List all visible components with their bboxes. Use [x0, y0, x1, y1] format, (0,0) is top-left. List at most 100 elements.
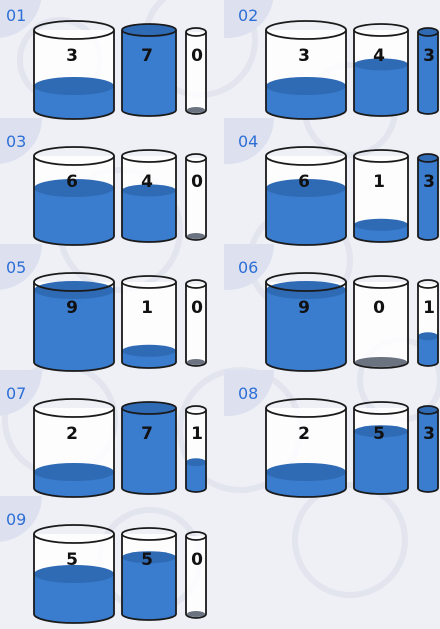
small-jug — [186, 532, 206, 618]
step-panel: 07 2 7 1 — [0, 378, 205, 498]
small-jug — [186, 406, 206, 492]
small-jug-water-surface — [186, 458, 206, 466]
large-jug-volume: 9 — [294, 298, 314, 318]
medium-jug-empty-bottom — [355, 357, 407, 367]
step-number: 06 — [238, 258, 258, 277]
medium-jug — [354, 402, 408, 494]
large-jug-volume: 2 — [294, 424, 314, 444]
step-number: 03 — [6, 132, 26, 151]
small-jug — [418, 154, 438, 240]
medium-jug-body — [354, 282, 408, 368]
small-jug — [186, 28, 206, 114]
containers-svg — [232, 378, 440, 503]
medium-jug — [122, 276, 176, 368]
small-jug-volume: 1 — [419, 298, 439, 318]
step-number: 05 — [6, 258, 26, 277]
medium-jug-volume: 7 — [137, 46, 157, 66]
small-jug-water — [418, 32, 438, 114]
step-panel: 03 6 4 0 — [0, 126, 205, 246]
step-panel: 09 5 5 0 — [0, 504, 205, 624]
step-panel: 04 6 1 3 — [232, 126, 437, 246]
large-jug-volume: 6 — [62, 172, 82, 192]
large-jug-water-surface — [34, 463, 114, 481]
step-panel: 01 3 7 0 — [0, 0, 205, 120]
small-jug-empty-bottom — [187, 107, 205, 113]
small-jug — [186, 280, 206, 366]
large-jug-volume: 3 — [62, 46, 82, 66]
step-panel: 05 9 1 0 — [0, 252, 205, 372]
medium-jug-water — [354, 64, 408, 116]
small-jug-volume: 3 — [419, 46, 439, 66]
small-jug-body — [186, 158, 206, 240]
containers-svg — [232, 126, 440, 251]
medium-jug — [122, 402, 176, 494]
step-panel: 08 2 5 3 — [232, 378, 437, 498]
step-panel: 06 9 0 1 — [232, 252, 437, 372]
small-jug-volume: 0 — [187, 172, 207, 192]
small-jug-water — [418, 336, 438, 366]
medium-jug-water — [122, 30, 176, 116]
large-jug-water-surface — [266, 281, 346, 299]
step-number: 09 — [6, 510, 26, 529]
step-number: 04 — [238, 132, 258, 151]
medium-jug — [122, 150, 176, 242]
small-jug-volume: 1 — [187, 424, 207, 444]
large-jug-water-surface — [34, 77, 114, 95]
small-jug — [418, 280, 438, 366]
large-jug — [34, 147, 114, 245]
small-jug-water — [418, 158, 438, 240]
medium-jug — [122, 528, 176, 620]
large-jug — [266, 21, 346, 119]
medium-jug-volume: 1 — [137, 298, 157, 318]
medium-jug-volume: 4 — [137, 172, 157, 192]
small-jug-empty-bottom — [187, 611, 205, 617]
large-jug — [34, 273, 114, 371]
large-jug-volume: 6 — [294, 172, 314, 192]
large-jug-volume: 3 — [294, 46, 314, 66]
medium-jug-volume: 4 — [369, 46, 389, 66]
small-jug-empty-bottom — [187, 233, 205, 239]
medium-jug-volume: 7 — [137, 424, 157, 444]
medium-jug-volume: 5 — [137, 550, 157, 570]
small-jug-volume: 0 — [187, 46, 207, 66]
small-jug — [418, 28, 438, 114]
medium-jug-volume: 5 — [369, 424, 389, 444]
small-jug-water-surface — [418, 332, 438, 340]
containers-svg — [232, 0, 440, 125]
large-jug — [34, 399, 114, 497]
step-number: 07 — [6, 384, 26, 403]
medium-jug-water-surface — [354, 219, 408, 231]
small-jug-volume: 0 — [187, 550, 207, 570]
large-jug-water-surface — [34, 281, 114, 299]
large-jug — [266, 273, 346, 371]
medium-jug-volume: 1 — [369, 172, 389, 192]
medium-jug-water — [122, 190, 176, 242]
large-jug-volume: 9 — [62, 298, 82, 318]
large-jug — [266, 399, 346, 497]
large-jug-water-surface — [266, 77, 346, 95]
small-jug — [186, 154, 206, 240]
small-jug-empty-bottom — [187, 359, 205, 365]
small-jug-volume: 0 — [187, 298, 207, 318]
small-jug-volume: 3 — [419, 424, 439, 444]
medium-jug — [354, 24, 408, 116]
medium-jug — [122, 24, 176, 116]
small-jug-water — [186, 462, 206, 492]
large-jug — [34, 21, 114, 119]
small-jug-body — [186, 32, 206, 114]
large-jug-volume: 5 — [62, 550, 82, 570]
large-jug — [266, 147, 346, 245]
small-jug-volume: 3 — [419, 172, 439, 192]
step-number: 02 — [238, 6, 258, 25]
large-jug-volume: 2 — [62, 424, 82, 444]
large-jug-water-surface — [266, 463, 346, 481]
small-jug-water — [418, 410, 438, 492]
small-jug-body — [186, 284, 206, 366]
step-number: 01 — [6, 6, 26, 25]
medium-jug-volume: 0 — [369, 298, 389, 318]
medium-jug-water — [122, 408, 176, 494]
medium-jug — [354, 276, 408, 368]
medium-jug-water-surface — [122, 345, 176, 357]
step-panel: 02 3 4 3 — [232, 0, 437, 120]
medium-jug — [354, 150, 408, 242]
